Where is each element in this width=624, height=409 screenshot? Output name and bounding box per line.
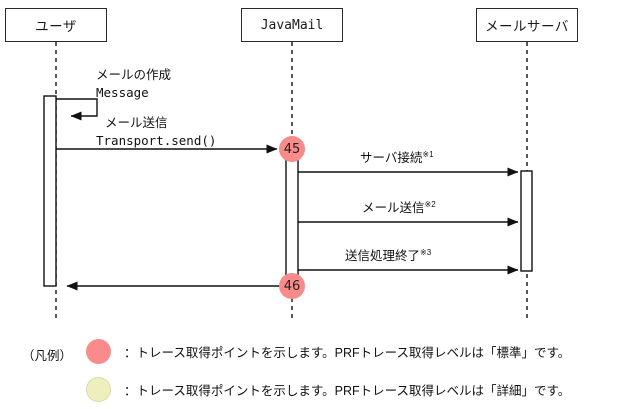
legend: （凡例） ：トレース取得ポイントを示します。PRFトレース取得レベルは「標準」で…: [0, 330, 624, 409]
trace-point-46-value: 46: [283, 278, 301, 294]
participant-box-mailserver[interactable]: メールサーバ: [476, 8, 578, 42]
message-sublabel-send-mail: Transport.send(): [96, 133, 216, 149]
arrow-create-mail: [56, 98, 98, 121]
message-label-create-mail: メールの作成: [96, 68, 171, 84]
legend-text-standard: ：トレース取得ポイントを示します。PRFトレース取得レベルは「標準」です。: [124, 346, 571, 360]
message-text-send-complete: 送信処理終了: [345, 249, 421, 264]
message-label-mail-transmit: メール送信※2: [362, 200, 436, 217]
participant-box-user[interactable]: ユーザ: [5, 8, 107, 42]
activation-bar-mailserver: [520, 170, 533, 272]
message-text-server-connect: サーバ接続: [360, 151, 423, 166]
message-text-mail-transmit: メール送信: [362, 201, 425, 216]
message-label-server-connect: サーバ接続※1: [360, 150, 434, 167]
activation-bar-javamail: [285, 149, 299, 287]
trace-point-46[interactable]: 46: [279, 273, 305, 299]
footnote-marker-2: ※2: [424, 200, 436, 209]
footnote-marker-1: ※1: [422, 150, 434, 159]
trace-point-45[interactable]: 45: [279, 136, 305, 162]
trace-point-45-value: 45: [283, 141, 301, 157]
activation-bar-user: [43, 95, 57, 287]
legend-swatch-standard-icon: [86, 339, 111, 364]
legend-swatch-detail-icon: [86, 377, 111, 402]
participant-box-javamail[interactable]: JavaMail: [241, 8, 343, 42]
message-text-send-mail: メール送信: [105, 116, 168, 130]
legend-item-detail: ：トレース取得ポイントを示します。PRFトレース取得レベルは「詳細」です。: [86, 377, 570, 402]
message-sublabel-create-mail: Message: [96, 85, 149, 101]
message-label-send-mail: メール送信: [105, 116, 168, 132]
legend-title: （凡例）: [22, 349, 73, 363]
legend-item-standard: ：トレース取得ポイントを示します。PRFトレース取得レベルは「標準」です。: [86, 339, 570, 364]
message-subtext-create-mail: Message: [96, 85, 149, 100]
message-subtext-send-mail: Transport.send(): [96, 133, 217, 148]
participant-label-user: ユーザ: [35, 19, 77, 34]
participant-label-mailserver: メールサーバ: [485, 19, 569, 34]
participant-label-javamail: JavaMail: [260, 17, 324, 33]
message-label-send-complete: 送信処理終了※3: [345, 248, 431, 265]
message-text-create-mail: メールの作成: [96, 68, 172, 82]
footnote-marker-3: ※3: [420, 248, 432, 257]
legend-text-detail: ：トレース取得ポイントを示します。PRFトレース取得レベルは「詳細」です。: [124, 384, 571, 398]
